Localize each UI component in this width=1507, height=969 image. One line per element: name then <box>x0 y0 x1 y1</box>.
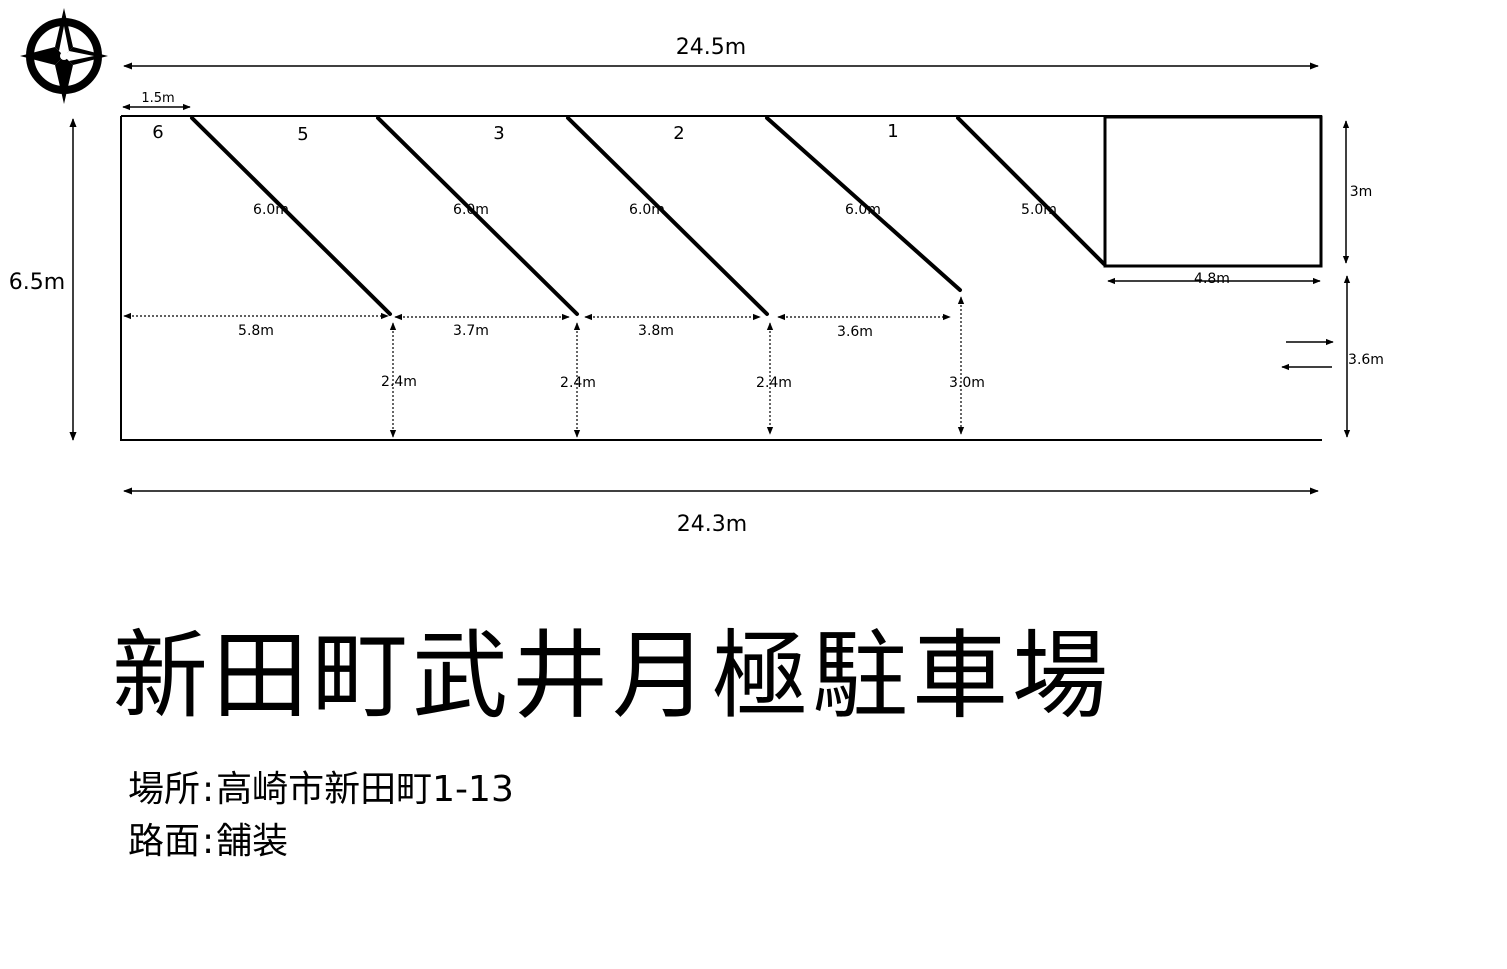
space-number: 2 <box>673 123 684 144</box>
stripe-1 <box>190 116 392 316</box>
stripe-3 <box>566 116 769 316</box>
driveway-width-label: 3.6m <box>1348 352 1384 368</box>
stripe-2 <box>376 116 579 316</box>
bay-width-label: 3.8m <box>638 323 674 339</box>
location-value: 高崎市新田町1-13 <box>216 769 514 810</box>
overall-dimensions <box>69 62 1351 495</box>
stripe-5 <box>956 116 1106 266</box>
stripe-length-label: 6.0m <box>845 202 881 218</box>
clearance-label: 2.4m <box>381 374 417 390</box>
bay-width-label: 3.6m <box>837 324 873 340</box>
space-number: 3 <box>493 123 504 144</box>
bay-dimensions <box>123 296 965 438</box>
location-row: 場所:高崎市新田町1-13 <box>128 772 514 808</box>
bay-width-label: 3.7m <box>453 323 489 339</box>
location-label: 場所 <box>128 769 201 810</box>
surface-value: 舗装 <box>216 821 289 862</box>
building-box <box>1103 115 1323 268</box>
bay-width-label: 5.8m <box>238 323 274 339</box>
stripe-length-label: 6.0m <box>253 202 289 218</box>
location-separator: : <box>202 769 215 810</box>
lot-outline <box>120 115 1323 441</box>
stripe-4 <box>765 116 962 292</box>
box-width-label: 4.8m <box>1194 271 1230 287</box>
depth-label: 6.5m <box>9 270 65 295</box>
corner-offset-label: 1.5m <box>141 91 174 106</box>
bottom-width-label: 24.3m <box>677 512 747 537</box>
parking-stripes <box>190 116 1106 316</box>
clearance-label: 2.4m <box>560 375 596 391</box>
surface-separator: : <box>202 821 215 862</box>
surface-row: 路面:舗装 <box>128 824 288 860</box>
compass-rose-icon <box>20 8 108 104</box>
two-way-arrows-icon <box>1281 338 1334 371</box>
box-height-label: 3m <box>1350 184 1373 200</box>
surface-label: 路面 <box>128 821 201 862</box>
stripe-length-label: 6.0m <box>629 202 665 218</box>
clearance-label: 3.0m <box>949 375 985 391</box>
stripe-length-label: 6.0m <box>453 202 489 218</box>
page-title: 新田町武井月極駐車場 <box>112 620 1112 732</box>
clearance-label: 2.4m <box>756 375 792 391</box>
top-width-label: 24.5m <box>676 35 746 60</box>
stripe-length-label: 5.0m <box>1021 202 1057 218</box>
space-number: 6 <box>152 122 163 143</box>
space-number: 1 <box>887 121 898 142</box>
space-number: 5 <box>297 124 308 145</box>
